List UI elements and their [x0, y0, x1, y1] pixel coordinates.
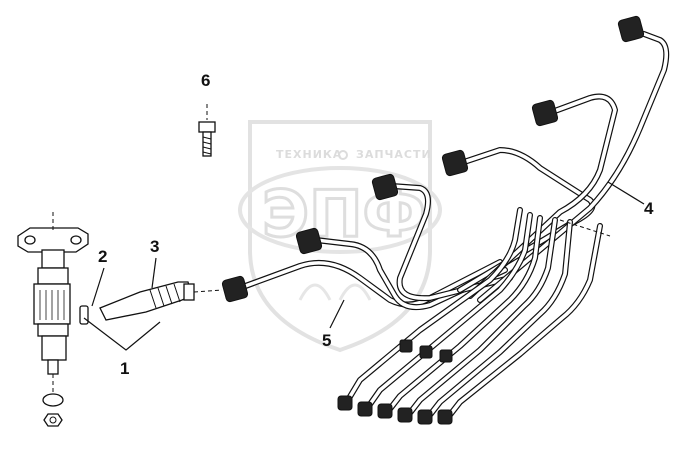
watermark-text-right: ЗАПЧАСТИ — [356, 148, 432, 161]
seal-part-2 — [79, 305, 89, 325]
leader-lines — [83, 181, 645, 351]
bolt-part-6 — [198, 121, 216, 157]
callout-2: 2 — [98, 247, 107, 266]
callout-6: 6 — [201, 71, 210, 90]
callout-3: 3 — [150, 237, 159, 256]
fuel-pipes — [237, 31, 670, 423]
nozzle-part-3 — [99, 281, 195, 321]
injector-assembly — [17, 227, 89, 427]
watermark-logo: ТЕХНИКА ЗАПЧАСТИ ЭПФ — [238, 120, 442, 353]
callout-4: 4 — [644, 199, 654, 218]
pipe-nuts — [221, 15, 645, 425]
assembly-axis-lines — [52, 104, 611, 392]
callout-5: 5 — [322, 331, 331, 350]
watermark-text-left: ТЕХНИКА — [276, 148, 342, 161]
callout-1: 1 — [120, 359, 129, 378]
